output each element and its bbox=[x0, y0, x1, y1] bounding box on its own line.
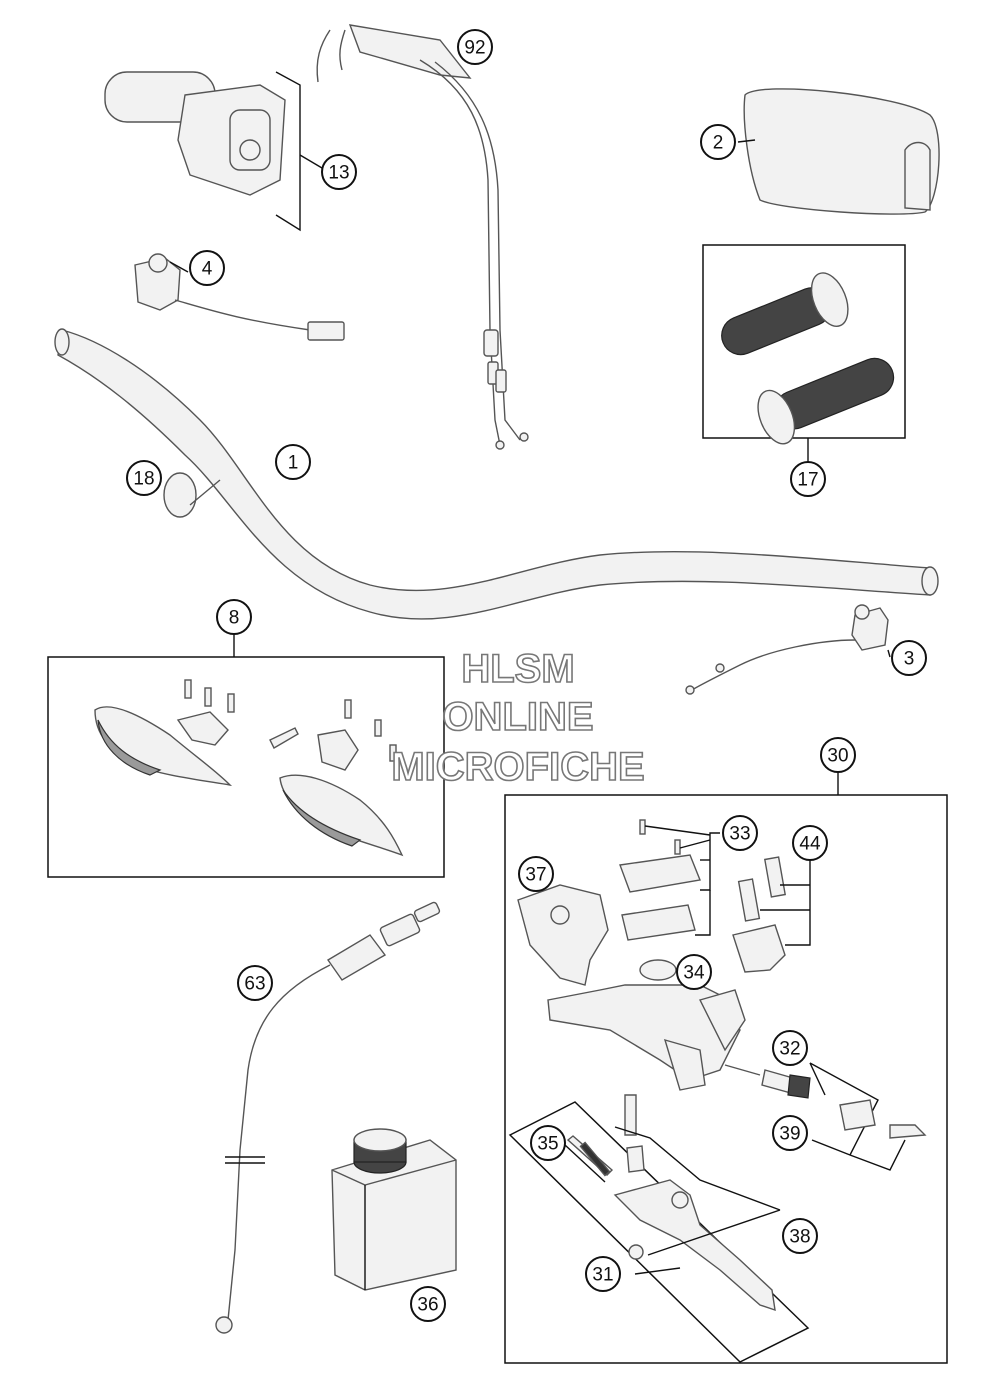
callout-2: 2 bbox=[700, 124, 736, 160]
grips-set bbox=[702, 244, 906, 462]
callout-1: 1 bbox=[275, 444, 311, 480]
callout-18-label: 18 bbox=[133, 469, 154, 490]
callout-38-label: 38 bbox=[789, 1227, 810, 1248]
callout-33: 33 bbox=[722, 815, 758, 851]
callout-17-label: 17 bbox=[797, 470, 818, 491]
callout-4-label: 4 bbox=[202, 259, 213, 280]
handlebar bbox=[54, 328, 939, 620]
callout-36: 36 bbox=[410, 1286, 446, 1322]
callout-32: 32 bbox=[772, 1030, 808, 1066]
callout-38: 38 bbox=[782, 1218, 818, 1254]
callout-1-label: 1 bbox=[288, 453, 299, 474]
callout-8-label: 8 bbox=[229, 608, 240, 629]
watermark-line-2: ONLINE bbox=[442, 695, 593, 739]
callout-17: 17 bbox=[790, 461, 826, 497]
brake-line bbox=[215, 901, 441, 1334]
callout-3-label: 3 bbox=[904, 649, 915, 670]
callout-63-label: 63 bbox=[244, 974, 265, 995]
callout-36-label: 36 bbox=[417, 1295, 438, 1316]
watermark-line-1: HLSM bbox=[461, 647, 574, 691]
callout-63: 63 bbox=[237, 965, 273, 1001]
callout-39-label: 39 bbox=[779, 1124, 800, 1145]
handguards-set bbox=[47, 634, 445, 878]
callout-4: 4 bbox=[189, 250, 225, 286]
brake-fluid-can bbox=[331, 1128, 457, 1291]
callout-30: 30 bbox=[820, 737, 856, 773]
callout-92: 92 bbox=[457, 29, 493, 65]
throttle-cables bbox=[316, 24, 529, 450]
callout-35-label: 35 bbox=[537, 1134, 558, 1155]
callout-13-label: 13 bbox=[328, 163, 349, 184]
throttle-grip bbox=[104, 71, 323, 232]
callout-34-label: 34 bbox=[683, 963, 705, 984]
handlebar-pad bbox=[737, 88, 940, 215]
callout-33-label: 33 bbox=[729, 824, 750, 845]
callout-32-label: 32 bbox=[779, 1039, 800, 1060]
callout-13: 13 bbox=[321, 154, 357, 190]
callout-18: 18 bbox=[126, 460, 162, 496]
watermark: HLSM ONLINE MICROFICHE bbox=[391, 646, 646, 790]
callout-31-label: 31 bbox=[592, 1265, 613, 1286]
callout-35: 35 bbox=[530, 1125, 566, 1161]
callout-39: 39 bbox=[772, 1115, 808, 1151]
callout-44-label: 44 bbox=[799, 834, 821, 855]
callout-34: 34 bbox=[676, 954, 712, 990]
callout-2-label: 2 bbox=[713, 133, 724, 154]
kill-switch bbox=[134, 253, 345, 341]
callout-37-label: 37 bbox=[525, 865, 546, 886]
callout-31: 31 bbox=[585, 1256, 621, 1292]
master-cylinder-assembly bbox=[504, 772, 948, 1364]
callout-3: 3 bbox=[891, 640, 927, 676]
callout-92-label: 92 bbox=[464, 38, 485, 59]
callout-37: 37 bbox=[518, 856, 554, 892]
callout-44: 44 bbox=[792, 825, 828, 861]
callout-8: 8 bbox=[216, 599, 252, 635]
start-button bbox=[685, 604, 891, 695]
callout-30-label: 30 bbox=[827, 746, 848, 767]
cable-tie bbox=[163, 472, 221, 518]
watermark-line-3: MICROFICHE bbox=[391, 745, 644, 789]
